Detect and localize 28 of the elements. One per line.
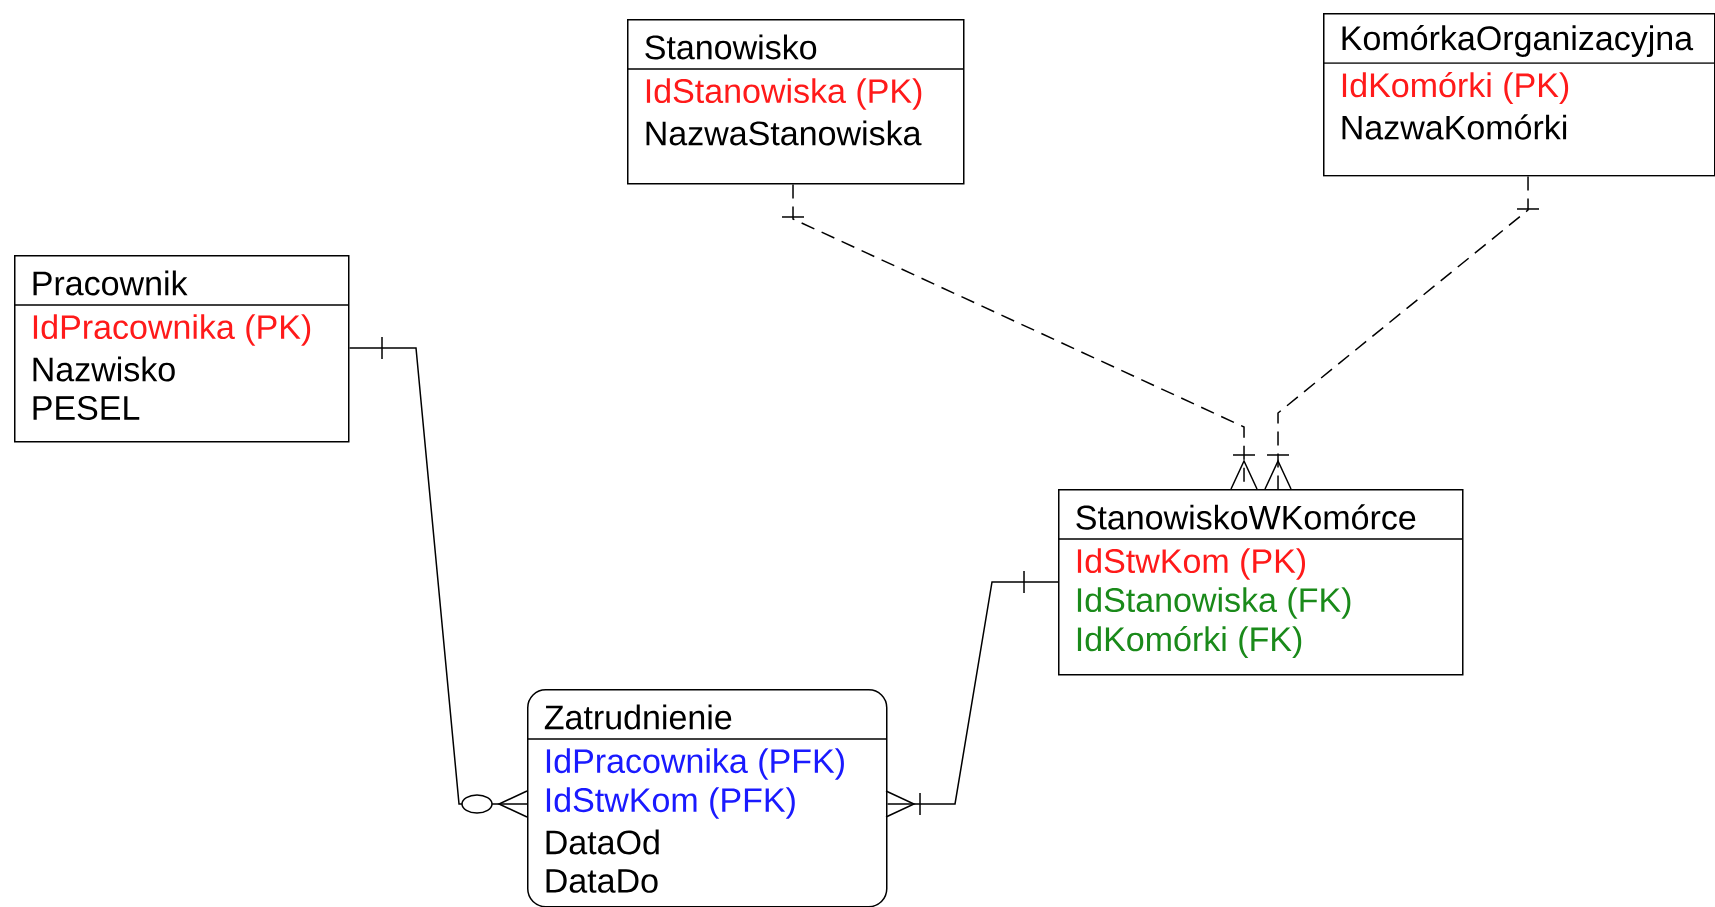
entity-box [1322,13,1715,177]
entity-name: KomórkaOrganizacyjna [1342,24,1694,58]
attribute-text: IdKomórki (FK) [1077,625,1302,659]
attribute-text: DataDo [546,869,658,893]
attribute-text: IdPracownika (PFK) [546,748,844,780]
attribute-text: PESEL [33,395,140,421]
attribute-text: NazwaStanowiska [646,120,922,146]
entity-box [626,19,965,185]
entity-name: Pracownik [33,270,188,296]
attribute-text: DataOd [546,829,659,855]
attribute-text: IdPracownika (PK) [33,314,311,346]
relationship-line [1264,175,1540,490]
relationship-line [781,183,1258,490]
attribute-text: IdKomórki (PK) [1342,71,1569,105]
entity-box [526,689,888,907]
attribute-text: IdStanowiska (PK) [646,78,922,110]
attribute-text: IdStwKom (PK) [1077,548,1305,580]
relationship-line [348,336,528,818]
attribute-text: Nazwisko [33,356,175,382]
entity-name: Zatrudnienie [544,704,732,730]
entity-name: Stanowisko [645,34,817,60]
attribute-text: IdStanowiska (FK) [1077,587,1351,619]
attribute-text: IdStwKom (PFK) [546,787,795,819]
entity-name: StanowiskoWKomórce [1076,504,1416,530]
entity-box [13,255,350,443]
attribute-text: NazwaKomórki [1342,114,1567,140]
entity-box [1057,489,1464,676]
relationship-line [885,570,1059,818]
